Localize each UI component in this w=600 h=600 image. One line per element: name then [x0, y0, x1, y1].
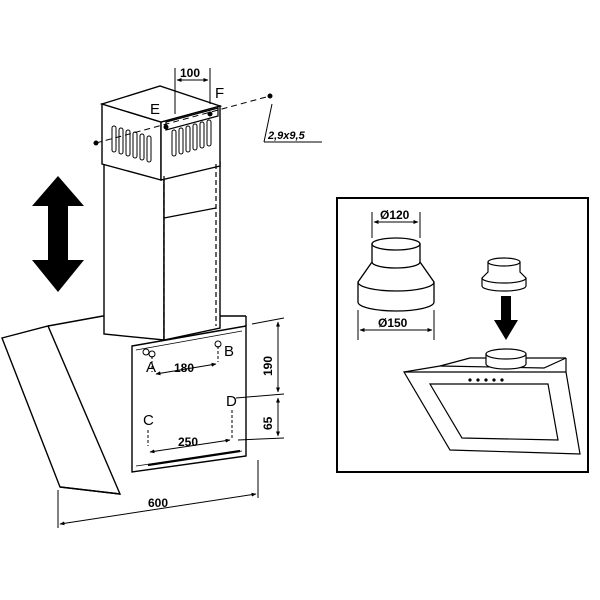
- point-b-label: B: [224, 343, 234, 360]
- screw-size-label: 2,9x9,5: [267, 130, 306, 142]
- wall-plate: [131, 325, 247, 473]
- dim-180-label: 180: [174, 361, 194, 375]
- reducer-part: [357, 237, 435, 312]
- dim-inset: [357, 212, 435, 340]
- point-c-label: C: [143, 412, 154, 429]
- chimney-duct: [99, 85, 223, 341]
- small-hood: [402, 348, 581, 455]
- small-reducer: [481, 257, 527, 292]
- dim-chimney-width: [174, 68, 211, 114]
- point-f-label: F: [215, 85, 224, 102]
- dim-180: [155, 362, 217, 376]
- height-adjust-arrow-icon: [32, 176, 84, 292]
- dim-bottom-diameter-label: Ø150: [378, 316, 408, 330]
- dim-250: [149, 438, 231, 454]
- screw-size-leader: [263, 103, 322, 143]
- dim-chimney-width-label: 100: [180, 66, 200, 80]
- dim-top-diameter-label: Ø120: [380, 208, 410, 222]
- dim-600: [57, 460, 259, 528]
- dim-600-label: 600: [148, 496, 168, 510]
- insert-down-arrow-icon: [494, 296, 518, 340]
- dim-65-label: 65: [261, 416, 275, 430]
- screw-alignment-line: [93, 93, 273, 146]
- dim-vertical: [235, 317, 285, 441]
- reducer-inset: Ø120 Ø150: [336, 197, 589, 473]
- point-d-label: D: [226, 393, 237, 410]
- dim-250-label: 250: [178, 435, 198, 449]
- chimney-vents: [111, 119, 212, 163]
- point-a-label: A: [146, 359, 156, 376]
- point-e-label: E: [150, 101, 160, 118]
- dim-190-label: 190: [261, 356, 275, 376]
- fixing-points: [142, 340, 233, 446]
